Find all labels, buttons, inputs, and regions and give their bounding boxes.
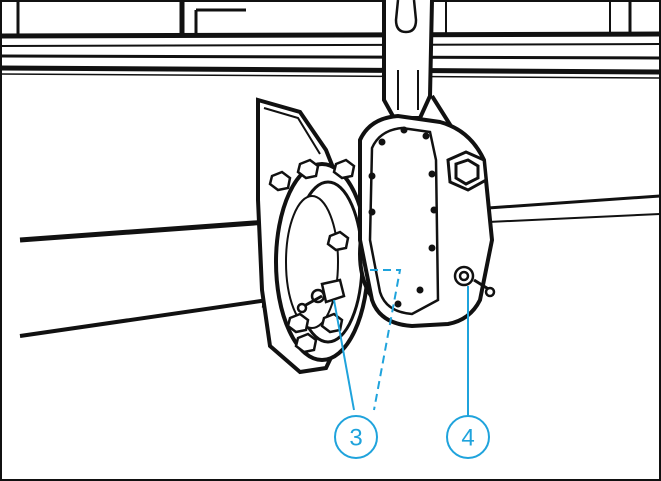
- housing-bolts: [368, 126, 438, 308]
- leader-3-dashed: [370, 269, 402, 411]
- callout-4-label: 4: [461, 425, 474, 452]
- callout-3-label: 3: [349, 425, 362, 452]
- grease-nipple-3: [296, 278, 346, 314]
- leader-3-solid: [333, 299, 355, 411]
- callout-3: 3: [334, 415, 378, 459]
- callout-leaders: [333, 269, 469, 418]
- frame-rails: [0, 0, 661, 79]
- grease-nipple-4: [453, 265, 496, 298]
- callout-4: 4: [446, 415, 490, 459]
- adjuster-housing: [358, 113, 495, 329]
- callout-4-circle: [446, 415, 490, 459]
- hub-flange: [274, 162, 370, 362]
- right-beam: [487, 194, 661, 223]
- adjuster-nut: [446, 150, 488, 192]
- callout-3-circle: [334, 415, 378, 459]
